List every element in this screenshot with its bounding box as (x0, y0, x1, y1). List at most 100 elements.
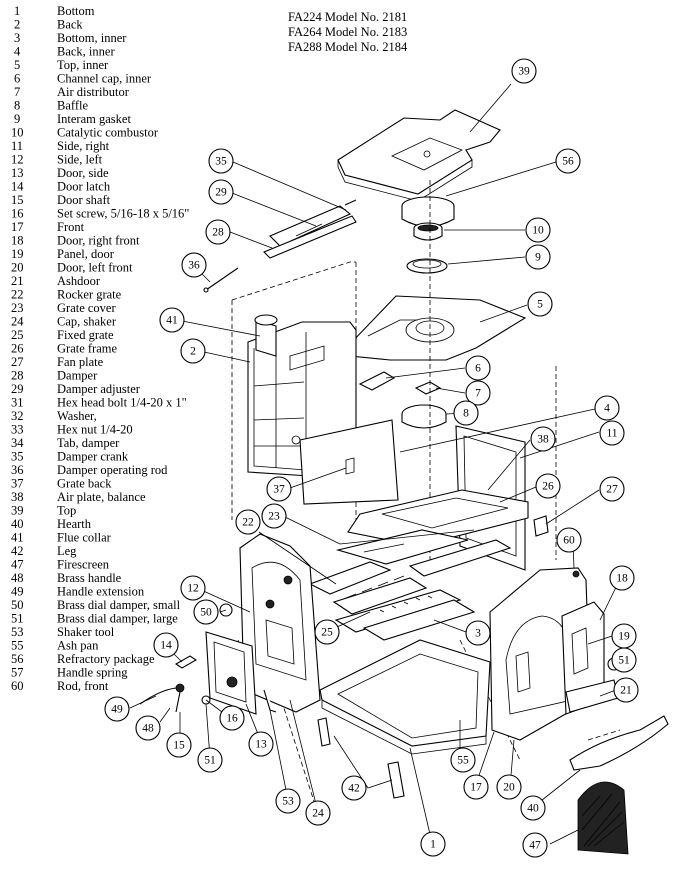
callout-label: 56 (562, 156, 574, 168)
callout-circle (208, 179, 234, 205)
parts-list-number: 7 (14, 85, 20, 99)
callout-41: 41 (159, 307, 185, 333)
interam-gasket (406, 258, 448, 274)
callout-label: 24 (312, 808, 324, 820)
callout-21: 21 (613, 677, 639, 703)
parts-list-number: 39 (11, 504, 24, 518)
parts-list-number: 23 (11, 301, 24, 315)
callout-label: 15 (173, 740, 185, 752)
parts-list-name: Top, inner (57, 58, 109, 72)
callout-circle (465, 620, 491, 646)
callout-label: 12 (187, 583, 199, 595)
firescreen (577, 781, 629, 855)
parts-list-name: Air plate, balance (57, 490, 146, 504)
parts-list-name: Brass dial damper, small (57, 598, 181, 612)
callout-label: 10 (532, 225, 544, 237)
callout-circle (305, 800, 331, 826)
parts-list-number: 35 (11, 450, 24, 464)
parts-list-number: 1 (14, 4, 20, 18)
damper (263, 215, 357, 259)
parts-list-number: 57 (11, 666, 24, 680)
callout-label: 6 (475, 363, 481, 375)
channel-cap (358, 371, 396, 391)
parts-list-number: 17 (11, 220, 24, 234)
parts-list-name: Shaker tool (57, 625, 115, 639)
callout-label: 51 (618, 655, 630, 667)
grate-cover (335, 529, 469, 565)
callout-circle (275, 788, 301, 814)
parts-list-name: Damper crank (57, 450, 129, 464)
parts-list-name: Refractory package (57, 652, 155, 666)
leg-left (317, 717, 331, 747)
damper-operating-rod (205, 267, 239, 291)
parts-list-name: Door shaft (57, 193, 111, 207)
callout-37: 37 (266, 476, 292, 502)
rocker-grate (308, 539, 512, 615)
parts-list-number: 31 (11, 396, 24, 410)
callout-label: 29 (215, 187, 227, 199)
callout-label: 37 (273, 484, 285, 496)
callout-label: 8 (463, 408, 469, 420)
parts-list-number: 60 (11, 679, 24, 693)
callout-circle (463, 774, 489, 800)
callout-circle (555, 148, 581, 174)
parts-list-name: Handle spring (57, 666, 128, 680)
callout-circle (266, 476, 292, 502)
parts-list-number: 12 (11, 153, 24, 167)
parts-list-name: Door, left front (57, 261, 133, 275)
callout-circle (453, 400, 479, 426)
callout-circle (520, 795, 546, 821)
callout-48: 48 (135, 715, 161, 741)
callout-circle (104, 696, 130, 722)
parts-list-number: 32 (11, 409, 24, 423)
callout-19: 19 (611, 623, 637, 649)
parts-list-name: Leg (57, 544, 77, 558)
parts-list-name: Front (57, 220, 85, 234)
parts-list-number: 41 (11, 531, 24, 545)
callout-47: 47 (522, 832, 548, 858)
parts-list-name: Rocker grate (57, 288, 122, 302)
callout-8: 8 (453, 400, 479, 426)
callout-label: 1 (430, 839, 436, 851)
parts-list-name: Tab, damper (57, 436, 120, 450)
parts-list-number: 6 (14, 72, 20, 86)
callout-label: 4 (604, 403, 610, 415)
callout-51: 51 (197, 747, 223, 773)
callout-10: 10 (525, 217, 551, 243)
callout-label: 42 (348, 783, 360, 795)
callout-circle (235, 509, 261, 535)
parts-list-name: Baffle (57, 99, 88, 113)
parts-list-number: 20 (11, 261, 24, 275)
parts-list-number: 47 (11, 558, 24, 572)
callout-label: 25 (321, 627, 333, 639)
parts-list-name: Grate cover (57, 301, 116, 315)
callout-label: 48 (142, 723, 154, 735)
parts-list-name: Grate frame (57, 342, 117, 356)
parts-list-number: 27 (11, 355, 24, 369)
side-left (239, 533, 321, 713)
parts-list-number: 19 (11, 247, 24, 261)
callout-25: 25 (314, 619, 340, 645)
callout-circle (511, 58, 537, 84)
parts-list-number: 15 (11, 193, 24, 207)
callout-label: 26 (542, 481, 554, 493)
callout-label: 19 (618, 631, 630, 643)
callout-circle (522, 832, 548, 858)
parts-list-number: 42 (11, 544, 24, 558)
callout-56: 56 (555, 148, 581, 174)
catalytic-combustor (413, 222, 443, 241)
parts-list-name: Brass handle (57, 571, 122, 585)
callout-label: 36 (188, 260, 200, 272)
callout-label: 38 (537, 434, 549, 446)
callout-circle (135, 715, 161, 741)
callout-label: 16 (226, 713, 238, 725)
callout-label: 49 (111, 704, 123, 716)
callout-40: 40 (520, 795, 546, 821)
bottom-inner (362, 599, 476, 641)
callout-27: 27 (599, 476, 625, 502)
callout-circle (556, 527, 582, 553)
callout-label: 40 (527, 803, 539, 815)
parts-list-name: Washer, (57, 409, 97, 423)
door-latch (174, 655, 198, 669)
